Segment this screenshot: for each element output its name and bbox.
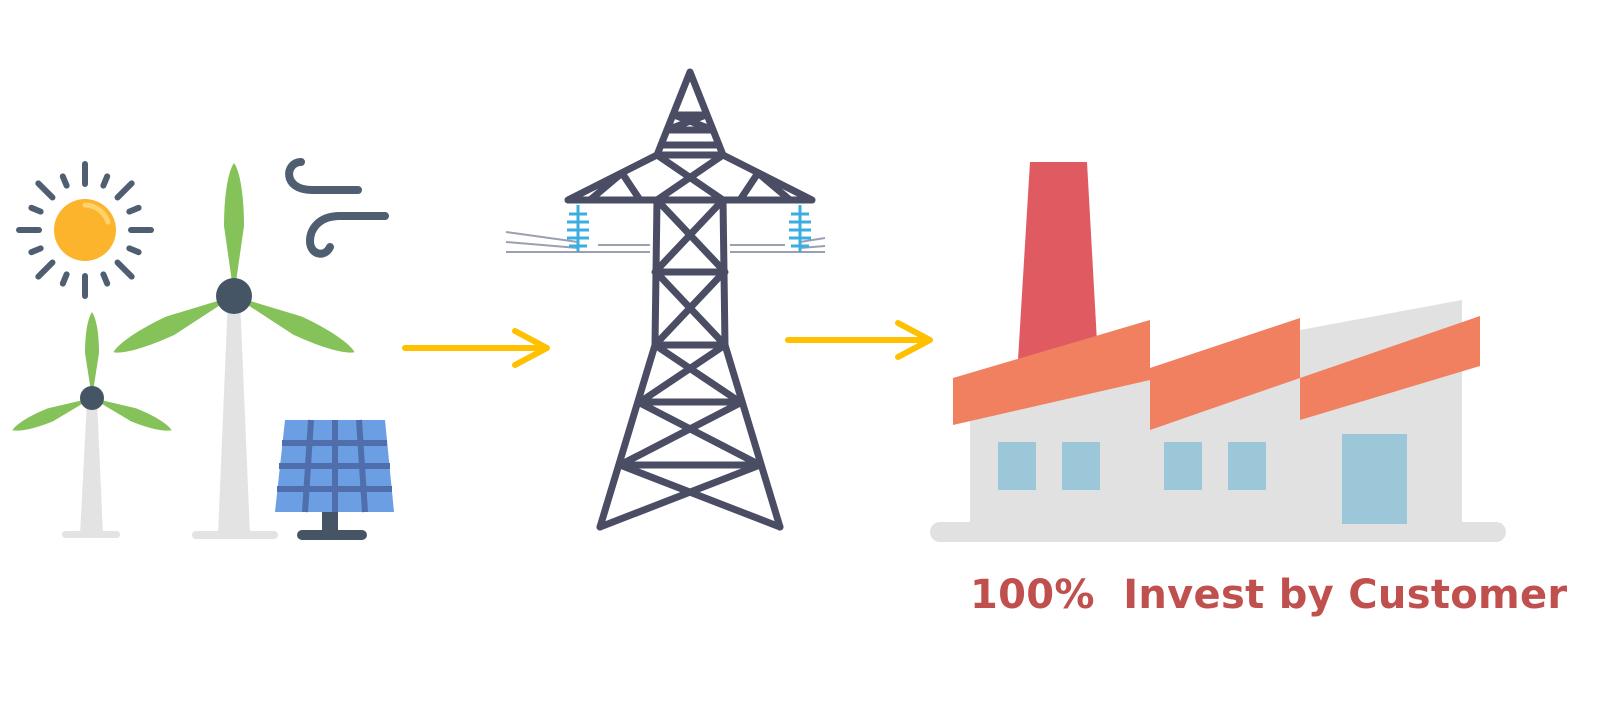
sun-ray bbox=[35, 180, 56, 201]
transmission-tower-icon bbox=[505, 68, 826, 531]
sun-ray bbox=[28, 245, 44, 256]
sun-icon bbox=[16, 161, 154, 299]
sun-ray bbox=[100, 173, 111, 189]
sun-ray bbox=[28, 204, 44, 215]
sun-ray bbox=[126, 204, 142, 215]
investment-caption: 100% Invest by Customer bbox=[970, 572, 1568, 618]
wind-turbine-icon-small bbox=[12, 312, 172, 538]
sun-ray bbox=[59, 173, 70, 189]
wind-icon bbox=[285, 158, 389, 258]
renewables-group bbox=[12, 158, 394, 540]
factory-door bbox=[1342, 434, 1407, 524]
sun-ray bbox=[126, 245, 142, 256]
sun-ray bbox=[114, 259, 135, 280]
factory-icon bbox=[930, 162, 1506, 542]
sun-ray bbox=[114, 180, 135, 201]
sun-ray bbox=[59, 271, 70, 287]
flow-arrow-1 bbox=[402, 328, 550, 368]
wind-turbine-icon-large bbox=[113, 163, 355, 539]
insulator-icon bbox=[567, 205, 811, 252]
flow-arrow-2 bbox=[785, 320, 933, 360]
solar-panel-icon bbox=[275, 419, 394, 540]
sun-ray bbox=[100, 271, 111, 287]
sun-ray bbox=[35, 259, 56, 280]
